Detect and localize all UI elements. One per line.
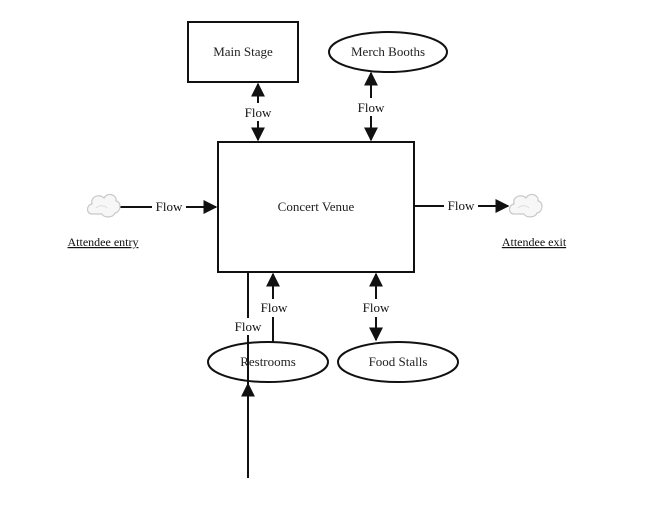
attendee-entry-label: Attendee entry (68, 235, 139, 249)
cloud-icon[interactable] (86, 193, 121, 218)
concert-venue-node[interactable]: Concert Venue (217, 141, 415, 273)
restrooms-label: Restrooms (240, 354, 296, 369)
main-stage-node[interactable]: Main Stage (187, 21, 299, 83)
attendee-exit-label: Attendee exit (502, 235, 567, 249)
flow-label-merch: Flow (358, 100, 385, 115)
merch-booths-label: Merch Booths (351, 44, 425, 59)
edge-venue-exit[interactable]: Flow (414, 197, 510, 214)
main-stage-label: Main Stage (213, 44, 273, 59)
food-stalls-label: Food Stalls (369, 354, 428, 369)
edge-restrooms-venue[interactable]: Flow (257, 272, 291, 342)
concert-venue-label: Concert Venue (278, 199, 355, 214)
cloud-icon[interactable] (508, 193, 543, 218)
flow-label-restrooms-down: Flow (235, 319, 262, 334)
edge-entry-venue[interactable]: Flow (119, 198, 218, 215)
flow-label-entry: Flow (156, 199, 183, 214)
restrooms-node[interactable] (207, 341, 329, 383)
edge-main-stage-venue[interactable]: Flow (240, 82, 276, 142)
edge-merch-venue[interactable]: Flow (353, 71, 389, 142)
flow-label-exit: Flow (448, 198, 475, 213)
food-stalls-node[interactable]: Food Stalls (337, 341, 459, 383)
flow-label-food: Flow (363, 300, 390, 315)
edge-food-venue[interactable]: Flow (359, 272, 395, 342)
edge-venue-restrooms[interactable]: Flow (232, 272, 266, 478)
merch-booths-node[interactable]: Merch Booths (328, 31, 448, 73)
flow-label-restrooms-up: Flow (261, 300, 288, 315)
flow-label-main-stage: Flow (245, 105, 272, 120)
